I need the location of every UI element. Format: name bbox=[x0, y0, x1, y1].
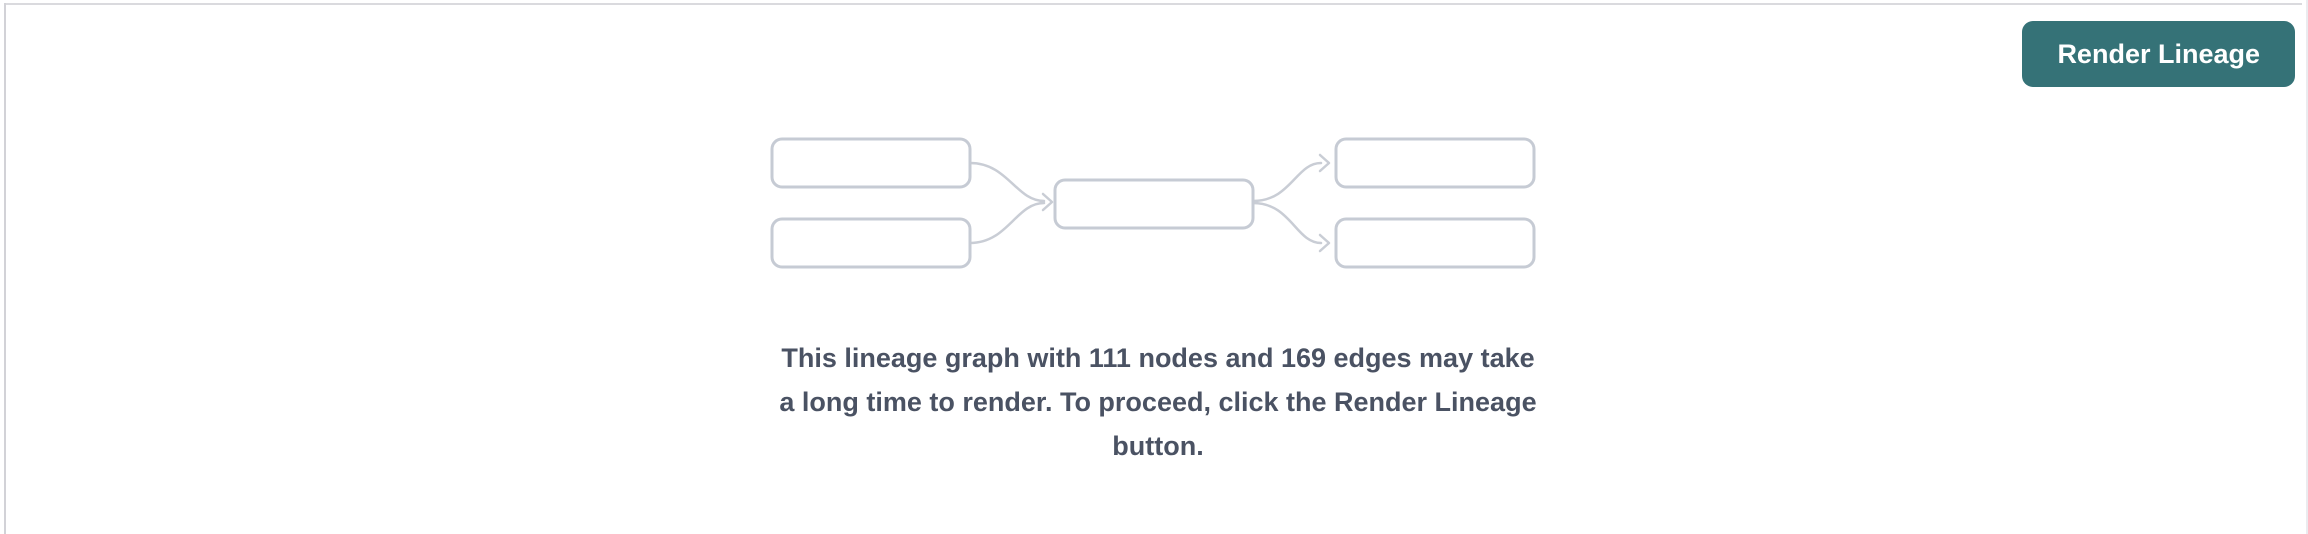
arrowhead-into-center bbox=[1041, 192, 1054, 212]
lineage-placeholder-svg bbox=[770, 137, 1536, 269]
graph-node-box-bottom-right bbox=[1334, 217, 1536, 269]
edge-downstream-top bbox=[1251, 161, 1323, 203]
render-warning-line-1: This lineage graph with 111 nodes and 16… bbox=[781, 343, 1535, 373]
arrowhead-into-top-right bbox=[1318, 153, 1331, 173]
lineage-placeholder-graphic bbox=[768, 130, 1548, 280]
graph-node-box-top-right bbox=[1334, 137, 1536, 189]
edge-upstream-bottom bbox=[968, 201, 1046, 245]
panel-top-border bbox=[4, 3, 2302, 5]
render-warning-message: This lineage graph with 111 nodes and 16… bbox=[779, 336, 1536, 468]
graph-node-box-center bbox=[1053, 178, 1255, 230]
panel-left-border bbox=[4, 3, 6, 534]
edge-downstream-bottom bbox=[1251, 201, 1323, 245]
graph-node-box-bottom-left bbox=[770, 217, 972, 269]
render-warning-line-3: button. bbox=[1112, 431, 1204, 461]
arrowhead-into-bottom-right bbox=[1318, 233, 1331, 253]
render-warning-line-2: a long time to render. To proceed, click… bbox=[779, 387, 1537, 417]
panel-right-border bbox=[2306, 0, 2308, 534]
graph-node-box-top-left bbox=[770, 137, 972, 189]
edge-upstream-top bbox=[968, 161, 1046, 203]
render-lineage-button[interactable]: Render Lineage bbox=[2022, 21, 2295, 87]
